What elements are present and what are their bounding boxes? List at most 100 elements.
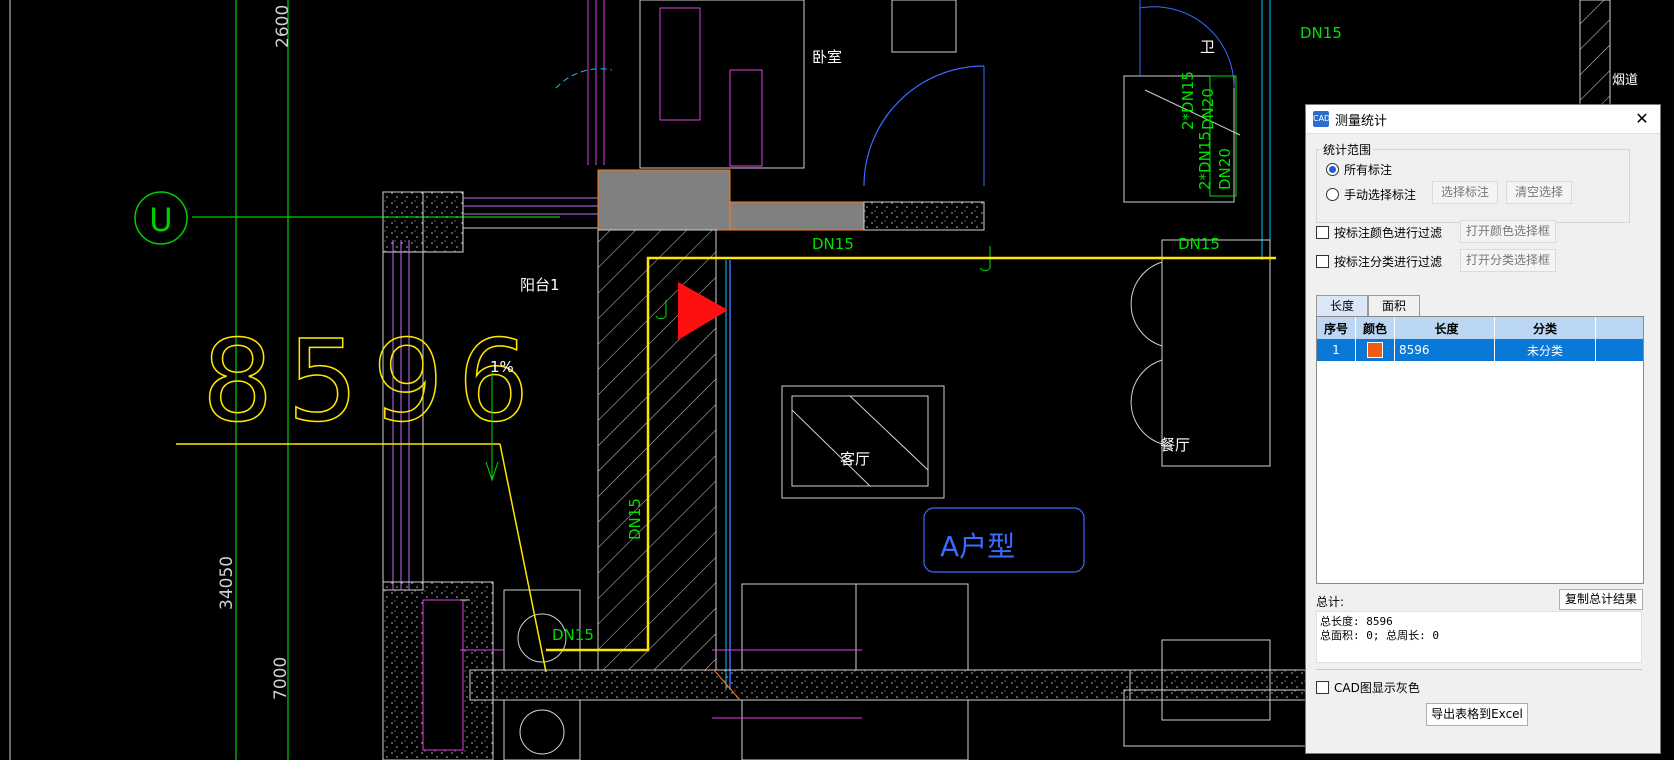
export-excel-button[interactable]: 导出表格到Excel — [1426, 703, 1528, 726]
gray-block — [729, 201, 865, 231]
sofa — [741, 699, 969, 760]
door-swing — [863, 65, 985, 187]
measure-leader — [499, 443, 547, 673]
wall-concrete — [1129, 669, 1307, 701]
door-swing — [1139, 6, 1235, 89]
ac-unit — [729, 69, 763, 167]
wall-concrete — [863, 201, 985, 231]
filter-by-color[interactable]: 按标注颜色进行过滤 — [1316, 224, 1442, 241]
slope-arrow-head — [485, 461, 499, 482]
divider — [1316, 669, 1642, 670]
col-color[interactable]: 颜色 — [1356, 317, 1395, 339]
open-category-picker-button[interactable]: 打开分类选择框 — [1460, 249, 1556, 272]
col-index[interactable]: 序号 — [1317, 317, 1356, 339]
pipe-label-dn20: DN20 — [1199, 88, 1217, 130]
ac-unit — [659, 7, 701, 121]
col-length[interactable]: 长度 — [1395, 317, 1495, 339]
table-row[interactable]: 1 8596 未分类 — [1317, 339, 1643, 361]
dimension-7000: 7000 — [271, 657, 291, 700]
dimension-34050: 34050 — [217, 556, 237, 610]
col-category[interactable]: 分类 — [1495, 317, 1596, 339]
dining-table — [1161, 239, 1271, 467]
filter-color-checkbox[interactable] — [1316, 226, 1329, 239]
pipe-label-box — [1209, 75, 1237, 197]
tab-length[interactable]: 长度 — [1316, 295, 1369, 316]
dialog-titlebar[interactable]: CAD 测量统计 ✕ — [1306, 105, 1660, 134]
pipe-label-dn15: DN15 — [552, 626, 594, 644]
open-color-picker-button[interactable]: 打开颜色选择框 — [1460, 220, 1556, 243]
radio-manual-icon[interactable] — [1326, 188, 1339, 201]
washing-drum — [519, 709, 565, 755]
tv-cabinet — [781, 385, 945, 499]
room-label-bedroom: 卧室 — [812, 48, 842, 66]
radio-all-annotations[interactable]: 所有标注 — [1326, 161, 1392, 178]
scope-legend: 统计范围 — [1323, 143, 1372, 157]
pipe-label-2dn15: 2*DN15 — [1196, 131, 1214, 190]
cell-color — [1356, 339, 1395, 361]
pipe-label-dn15: DN15 — [1178, 235, 1220, 253]
total-area-text: 总面积: 0; 总周长: 0 — [1320, 629, 1439, 642]
door-swing — [555, 68, 613, 89]
tv-diagonal — [849, 395, 929, 471]
color-swatch — [1367, 342, 1383, 358]
wall-concrete — [469, 669, 1131, 701]
tv-diagonal — [791, 409, 871, 487]
statistics-table: 序号 颜色 长度 分类 1 8596 未分类 — [1316, 316, 1644, 584]
filter-color-label: 按标注颜色进行过滤 — [1334, 226, 1443, 240]
washing-machine — [503, 589, 581, 671]
cad-gray-toggle[interactable]: CAD图显示灰色 — [1316, 679, 1420, 696]
total-label: 总计: — [1316, 595, 1345, 609]
copy-total-button[interactable]: 复制总计结果 — [1559, 589, 1643, 610]
radio-manual-select[interactable]: 手动选择标注 — [1326, 186, 1416, 203]
sofa — [741, 583, 969, 671]
measure-statistics-dialog: CAD 测量统计 ✕ 统计范围 所有标注 手动选择标注 选择标注 清空选择 按标… — [1305, 104, 1661, 754]
pipe-label-dn20: DN20 — [1216, 148, 1234, 190]
tab-area[interactable]: 面积 — [1368, 295, 1421, 316]
hatched-wall — [1579, 0, 1611, 111]
filter-category-checkbox[interactable] — [1316, 255, 1329, 268]
room-label-flue: 烟道 — [1612, 73, 1638, 88]
slope-label: 1% — [490, 358, 514, 376]
radio-all-icon[interactable] — [1326, 163, 1339, 176]
start-marker-triangle[interactable] — [678, 282, 728, 340]
axis-label: U — [149, 201, 172, 239]
clear-selection-button[interactable]: 清空选择 — [1506, 181, 1572, 204]
room-label-bath: 卫 — [1200, 38, 1215, 56]
measure-length-label: 8596 — [202, 317, 543, 447]
orange-mark — [713, 669, 741, 701]
select-annotation-button[interactable]: 选择标注 — [1432, 181, 1498, 204]
washing-drum — [517, 613, 567, 663]
cad-gray-label: CAD图显示灰色 — [1334, 681, 1420, 695]
room-label-balcony: 阳台1 — [520, 276, 560, 294]
dimension-2600: 2600 — [273, 5, 293, 48]
cell-index: 1 — [1317, 339, 1356, 361]
room-label-dining: 餐厅 — [1160, 436, 1190, 454]
cad-gray-checkbox[interactable] — [1316, 681, 1329, 694]
dialog-title: 测量统计 — [1335, 113, 1388, 129]
measured-polyline[interactable] — [546, 256, 1276, 652]
radio-all-label: 所有标注 — [1344, 163, 1393, 177]
tab-bar: 长度 面积 — [1316, 295, 1421, 316]
pipe-hook — [979, 246, 991, 272]
axis-bubble — [134, 191, 188, 245]
chair — [1130, 359, 1163, 445]
pipe-label-dn15: DN15 — [812, 235, 854, 253]
total-length-text: 总长度: 8596 — [1320, 615, 1393, 628]
room-label-living: 客厅 — [840, 450, 870, 468]
filter-category-label: 按标注分类进行过滤 — [1334, 255, 1443, 269]
tv-cabinet-inner — [791, 395, 929, 487]
close-icon[interactable]: ✕ — [1635, 109, 1649, 128]
cabinet — [1161, 639, 1271, 721]
pipe-label-2dn15: 2*DN15 — [1179, 71, 1197, 130]
pipe-label-dn15: DN15 — [626, 498, 644, 540]
gray-block — [597, 169, 731, 231]
filter-by-category[interactable]: 按标注分类进行过滤 — [1316, 253, 1442, 270]
cell-category: 未分类 — [1495, 339, 1596, 361]
ac-unit — [422, 599, 464, 751]
washing-machine — [503, 699, 581, 760]
cad-app-icon: CAD — [1313, 111, 1330, 127]
bathroom-outline — [1123, 75, 1235, 203]
furniture — [891, 0, 957, 53]
radio-manual-label: 手动选择标注 — [1344, 188, 1417, 202]
